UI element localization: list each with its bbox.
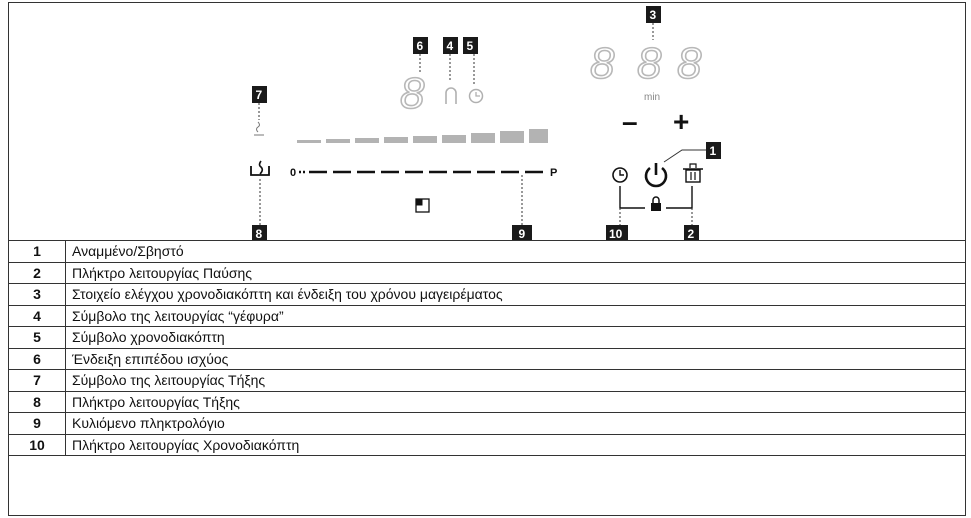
tag-timer-display: 3 <box>646 6 661 40</box>
tag-power-level: 6 <box>413 37 428 72</box>
legend-description: Ένδειξη επιπέδου ισχύος <box>65 347 966 370</box>
pause-key-icon[interactable] <box>683 163 703 183</box>
legend-description: Αναμμένο/Σβηστό <box>65 240 966 263</box>
tag-timer-key: 10 <box>606 225 628 240</box>
legend-description: Σύμβολο χρονοδιακόπτη <box>65 326 966 349</box>
tag-melt-key: 8 <box>252 225 267 240</box>
cooktop-diagram: 8 6 4 5 3 8 8 8 min – + 7 <box>250 6 721 240</box>
svg-text:5: 5 <box>467 39 474 53</box>
svg-text:2: 2 <box>688 227 695 240</box>
melt-key-icon[interactable] <box>250 160 270 176</box>
timer-symbol-icon <box>468 88 484 104</box>
legend-description: Κυλιόμενο πληκτρολόγιο <box>65 412 966 435</box>
legend-number: 7 <box>8 369 66 392</box>
tag-pause: 2 <box>684 225 699 240</box>
tag-bridge: 4 <box>443 37 458 80</box>
timer-digit-1: 8 <box>590 39 615 88</box>
svg-text:3: 3 <box>650 8 657 22</box>
tag-melt-symbol: 7 <box>252 86 267 120</box>
legend-number: 1 <box>8 240 66 263</box>
tag-power: 1 <box>706 142 721 159</box>
timer-digit-3: 8 <box>677 39 702 88</box>
power-button-icon[interactable] <box>644 163 668 188</box>
legend-description: Στοιχείο ελέγχου χρονοδιακόπτη και ένδει… <box>65 283 966 306</box>
min-unit-label: min <box>644 92 660 103</box>
power-level-digit: 8 <box>400 69 425 118</box>
legend-description: Πλήκτρο λειτουργίας Χρονοδιακόπτη <box>65 433 966 456</box>
legend-description: Σύμβολο της λειτουργίας “γέφυρα” <box>65 304 966 327</box>
slider-end-label: P <box>550 167 557 179</box>
zone-indicator-icon <box>415 198 430 213</box>
svg-text:4: 4 <box>447 39 454 53</box>
svg-text:7: 7 <box>256 88 263 102</box>
legend-description: Σύμβολο της λειτουργίας Τήξης <box>65 369 966 392</box>
legend-description: Πλήκτρο λειτουργίας Παύσης <box>65 261 966 284</box>
svg-text:1: 1 <box>710 144 717 158</box>
timer-digit-2: 8 <box>637 39 662 88</box>
power-level-bars <box>297 129 548 143</box>
legend-number: 5 <box>8 326 66 349</box>
tag-slider: 9 <box>512 225 532 240</box>
tag-timer-symbol: 5 <box>463 37 478 84</box>
legend-number: 9 <box>8 412 66 435</box>
legend-number: 2 <box>8 261 66 284</box>
key-lock-bracket <box>619 186 693 211</box>
svg-text:10: 10 <box>609 227 623 240</box>
legend-number: 10 <box>8 433 66 456</box>
legend-number: 8 <box>8 390 66 413</box>
slider[interactable]: 0 P <box>290 167 557 179</box>
slider-start-label: 0 <box>290 167 296 179</box>
minus-button[interactable]: – <box>622 106 638 137</box>
legend-description: Πλήκτρο λειτουργίας Τήξης <box>65 390 966 413</box>
legend-number: 3 <box>8 283 66 306</box>
melt-steam-icon <box>256 121 260 133</box>
plus-button[interactable]: + <box>673 106 689 137</box>
bridge-icon <box>445 87 457 104</box>
legend-number: 6 <box>8 347 66 370</box>
legend-number: 4 <box>8 304 66 327</box>
svg-text:8: 8 <box>256 227 263 240</box>
svg-text:6: 6 <box>417 39 424 53</box>
timer-key-icon[interactable] <box>612 167 628 183</box>
svg-text:9: 9 <box>519 227 526 240</box>
